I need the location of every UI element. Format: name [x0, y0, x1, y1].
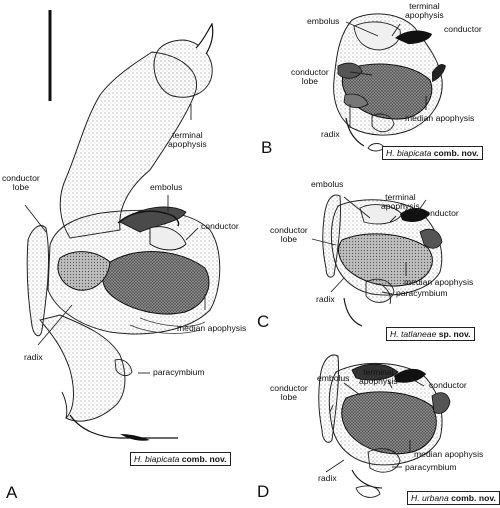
panel-a-label-conductor: conductor — [201, 221, 239, 231]
panel-d-label-median-apophysis: median apophysis — [414, 449, 484, 459]
panel-a-status: comb. nov. — [181, 454, 227, 464]
panel-c-label-conductor-lobe: conductor lobe — [270, 225, 308, 245]
panel-d-label-terminal-apophysis: terminal apophysis — [359, 367, 398, 387]
panel-c-label-conductor: conductor — [421, 208, 459, 218]
panel-a-caption: H. biapicata comb. nov. — [130, 452, 231, 466]
panel-d-status: comb. nov. — [451, 493, 496, 503]
panel-d-label-radix: radix — [318, 473, 337, 483]
panel-c-label-terminal-apophysis: terminal apophysis — [381, 192, 420, 212]
panel-b-label-embolus: embolus — [307, 16, 340, 26]
panel-a-label-terminal-apophysis: terminal apophysis — [168, 130, 207, 150]
panel-b-species: H. biapicata — [386, 148, 432, 158]
panel-b-label-radix: radix — [321, 129, 340, 139]
panel-b-caption: H. biapicata comb. nov. — [382, 146, 483, 160]
panel-d-caption: H. urbana comb. nov. — [407, 491, 500, 505]
panel-d-letter: D — [257, 482, 270, 501]
panel-b-label-terminal-apophysis: terminal apophysis — [405, 1, 444, 21]
panel-a-label-embolus: embolus — [150, 182, 183, 192]
panel-c-status: sp. nov. — [438, 329, 471, 339]
panel-b-label-conductor: conductor — [444, 24, 482, 34]
panel-d-label-paracymbium: paracymbium — [405, 462, 457, 472]
panel-b-letter: B — [261, 138, 273, 157]
panel-b-drawing — [333, 13, 446, 152]
panel-c-species: H. tatlaneae — [390, 329, 437, 339]
panel-d-label-conductor: conductor — [429, 380, 467, 390]
panel-c-caption: H. tatlaneae sp. nov. — [386, 327, 475, 341]
panel-c-label-embolus: embolus — [311, 179, 344, 189]
panel-b-label-median-apophysis: median apophysis — [405, 113, 475, 123]
panel-a-label-median-apophysis: median apophysis — [177, 323, 247, 333]
panel-d-drawing — [318, 354, 451, 498]
panel-c-letter: C — [257, 312, 270, 331]
panel-c-label-paracymbium: paracymbium — [396, 288, 448, 298]
panel-a-label-conductor-lobe: conductor lobe — [2, 173, 40, 193]
panel-a-label-radix: radix — [24, 352, 43, 362]
panel-a-species: H. biapicata — [134, 454, 180, 464]
panel-c-drawing — [322, 194, 443, 327]
leader-lines — [24, 21, 427, 473]
panel-d-label-conductor-lobe: conductor lobe — [270, 383, 308, 403]
panel-d-species: H. urbana — [411, 493, 449, 503]
panel-a-label-paracymbium: paracymbium — [153, 367, 205, 377]
panel-d-label-embolus: embolus — [317, 373, 350, 383]
panel-b-status: comb. nov. — [433, 148, 479, 158]
panel-b-label-conductor-lobe: conductor lobe — [291, 67, 329, 87]
panel-c-label-radix: radix — [316, 294, 335, 304]
panel-a-drawing — [26, 22, 221, 441]
panel-c-label-median-apophysis: median apophysis — [404, 277, 474, 287]
panel-a-letter: A — [6, 483, 18, 502]
